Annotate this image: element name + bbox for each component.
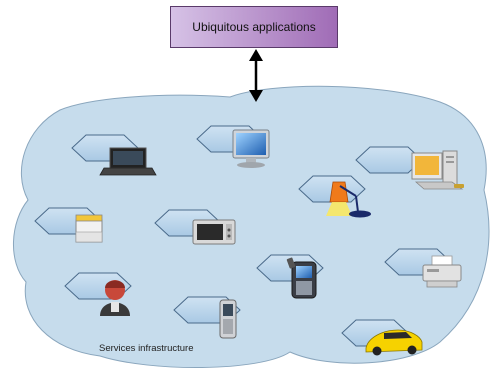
laptop-icon xyxy=(99,147,157,176)
desktop-computer-icon xyxy=(411,150,464,190)
monitor-icon xyxy=(232,129,270,168)
desk-lamp-icon xyxy=(326,181,371,218)
double-arrow-connector xyxy=(249,49,263,102)
sports-car-icon xyxy=(365,329,423,356)
mobile-phone-icon xyxy=(219,299,237,339)
microwave-icon xyxy=(192,219,236,245)
smartphone-icon xyxy=(286,257,317,299)
printer-icon xyxy=(422,255,462,288)
person-icon xyxy=(100,280,130,316)
storage-box-icon xyxy=(75,214,103,243)
ubiquitous-applications-label: Ubiquitous applications xyxy=(192,20,316,34)
ubiquitous-applications-box: Ubiquitous applications xyxy=(170,6,338,48)
services-infrastructure-label: Services infrastructure xyxy=(99,343,194,354)
